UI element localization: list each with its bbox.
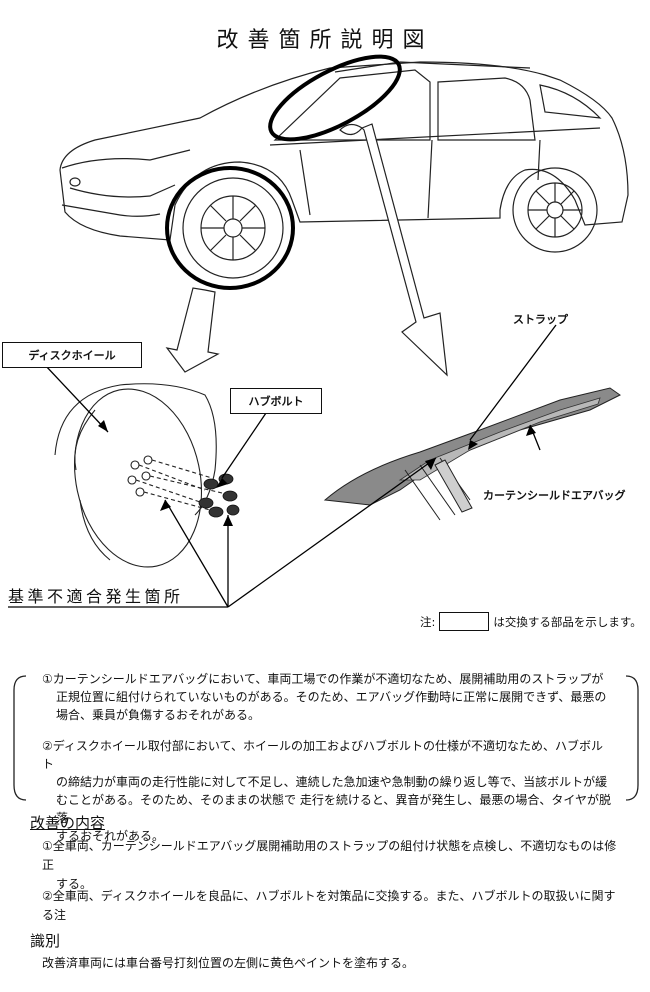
note-legend-box: [439, 612, 490, 631]
defect-2-line-2: の締結力が車両の走行性能に対して不足し、連続した急加速や急制動の繰り返し等で、当…: [56, 775, 608, 789]
front-wheel: [182, 177, 284, 279]
note-prefix: 注:: [420, 614, 436, 629]
defect-1-line-3: 場合、乗員が負傷するおそれがある。: [56, 708, 261, 722]
car-body: [59, 61, 629, 241]
rear-wheel: [512, 167, 598, 253]
car-windows: [273, 69, 536, 141]
highlight-front-wheel: [165, 166, 295, 290]
identification-title: 識別: [30, 932, 61, 950]
defect-1-line-2: 正規位置に組付けられていないものがある。そのため、エアバッグ作動時に正常に展開で…: [56, 690, 607, 704]
improvement-item-2: ②全車両、ディスクホイールを良品に、ハブボルトを対策品に交換する。また、ハブボル…: [42, 887, 622, 925]
illustration: [8, 54, 629, 608]
label-curtain-airbag: カーテンシールドエアバッグ: [483, 489, 626, 502]
identification-text: 改善済車両には車台番号打刻位置の左側に黄色ペイントを塗布する。: [42, 956, 415, 970]
defect-1: ①カーテンシールドエアバッグにおいて、車両工場での作業が不適切なため、展開補助用…: [42, 670, 612, 724]
defect-1-line-1: ①カーテンシールドエアバッグにおいて、車両工場での作業が不適切なため、展開補助用…: [42, 672, 604, 686]
highlight-a-pillar: [268, 54, 402, 142]
improvement-item-1: ①全車両、カーテンシールドエアバッグ展開補助用のストラップの組付け状態を点検し、…: [42, 837, 622, 894]
label-nonconformity: 基準不適合発生箇所: [8, 587, 184, 606]
arrow-to-airbag: [360, 123, 448, 377]
label-hub-bolt: ハブボルト: [230, 388, 322, 414]
disc-wheel-detail: [73, 388, 203, 568]
wheel-arch: [54, 383, 217, 516]
page-title: 改善箇所説明図: [216, 28, 434, 53]
arrow-to-wheel: [165, 287, 220, 373]
improvement-item-2-line-1: ②全車両、ディスクホイールを良品に、ハブボルトを対策品に交換する。また、ハブボル…: [42, 889, 616, 922]
label-disc-wheel: ディスクホイール: [2, 342, 142, 368]
improvement-title: 改善の内容: [30, 814, 106, 832]
note-suffix: は交換する部品を示します。: [493, 614, 642, 629]
defect-2: ②ディスクホイール取付部において、ホイールの加工およびハブボルトの仕様が不適切な…: [42, 737, 612, 845]
hub-bolts: [198, 473, 240, 518]
defect-2-line-4: するおそれがある。: [56, 829, 165, 843]
defect-2-line-3: むことがある。そのため、そのままの状態で 走行を続けると、異音が発生し、最悪の場…: [56, 793, 611, 825]
replacement-note: 注: は交換する部品を示します。: [420, 612, 642, 631]
label-strap: ストラップ: [513, 313, 568, 326]
improvement-item-1-line-2: する。: [56, 877, 93, 891]
defect-2-line-1: ②ディスクホイール取付部において、ホイールの加工およびハブボルトの仕様が不適切な…: [42, 739, 603, 771]
improvement-item-1-line-1: ①全車両、カーテンシールドエアバッグ展開補助用のストラップの組付け状態を点検し、…: [42, 839, 617, 872]
